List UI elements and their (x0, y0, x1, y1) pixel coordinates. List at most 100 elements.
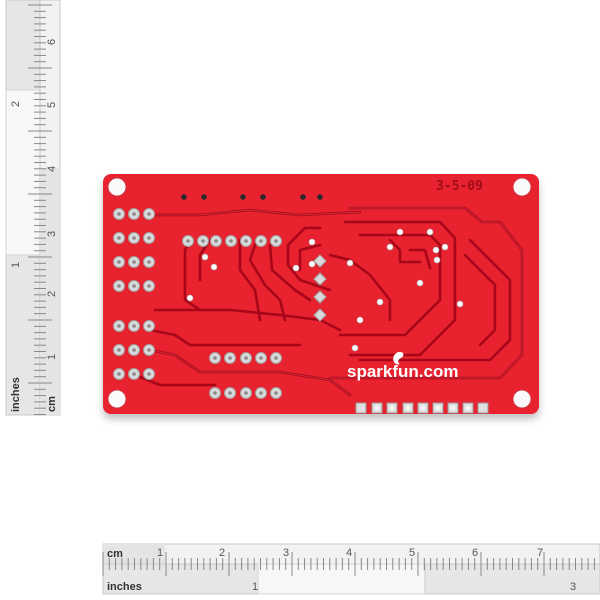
header-hole (201, 194, 207, 200)
via (356, 316, 364, 324)
ruler-h-cm-tick-7: 7 (537, 547, 543, 559)
pad-hole (274, 239, 278, 243)
ruler-cm-tick-4: 4 (46, 166, 58, 172)
silkscreen: 3-5-09 sparkfun.com (347, 179, 483, 381)
pad-hole (213, 391, 217, 395)
header-hole (317, 194, 323, 200)
via (376, 298, 384, 306)
vertical-ruler: inches cm 1 2 1 2 3 4 5 6 (5, 0, 61, 416)
pad-hole (259, 391, 263, 395)
pad-hole (214, 239, 218, 243)
ruler-inch-tick-2: 2 (10, 101, 22, 107)
pad-hole (259, 239, 263, 243)
pad-hole (229, 239, 233, 243)
pad-hole (274, 356, 278, 360)
pad-hole (117, 348, 121, 352)
pad-hole (117, 260, 121, 264)
ruler-h-cm-tick-6: 6 (472, 547, 478, 559)
ruler-inch-label-h: inches (107, 581, 142, 593)
diamond-pads (313, 254, 327, 322)
pad-hole (147, 372, 151, 376)
sparkfun-logo-text: sparkfun.com (347, 362, 458, 381)
pad-hole (132, 212, 136, 216)
connector-pad (477, 402, 489, 414)
via (201, 253, 209, 261)
via (432, 246, 440, 254)
pad-hole (117, 284, 121, 288)
pad-hole (213, 356, 217, 360)
pad-hole (147, 236, 151, 240)
pad-hole (132, 236, 136, 240)
pad-hole (147, 324, 151, 328)
pad-hole (147, 260, 151, 264)
via (210, 263, 218, 271)
mounting-hole-icon (512, 177, 532, 197)
pad-hole (117, 236, 121, 240)
pad-hole (132, 260, 136, 264)
ruler-inch-tick-1: 1 (10, 262, 22, 268)
pad-hole (117, 372, 121, 376)
mounting-holes (107, 177, 532, 409)
header-hole (240, 194, 246, 200)
mounting-hole-icon (107, 177, 127, 197)
ruler-h-cm-tick-5: 5 (409, 547, 415, 559)
connector-pad-hole (450, 405, 456, 411)
connector-pad-hole (465, 405, 471, 411)
via (346, 259, 354, 267)
ruler-h-inch-tick-1: 1 (252, 581, 258, 593)
pad-hole (132, 372, 136, 376)
pad-hole (132, 324, 136, 328)
ruler-cm-tick-6: 6 (46, 39, 58, 45)
pad-hole (186, 239, 190, 243)
ruler-cm-tick-3: 3 (46, 231, 58, 237)
pad-hole (117, 324, 121, 328)
pad-hole (244, 239, 248, 243)
ruler-cm-tick-1: 1 (46, 354, 58, 360)
connector-pad-hole (374, 405, 380, 411)
pad-hole (259, 356, 263, 360)
vias (186, 228, 464, 352)
via (396, 228, 404, 236)
horizontal-ruler: cm inches 1 2 3 4 5 6 7 1 3 (102, 543, 600, 595)
flame-logo-icon (393, 352, 404, 365)
pad-hole (147, 212, 151, 216)
pad-hole (244, 356, 248, 360)
ruler-h-cm-tick-1: 1 (157, 547, 163, 559)
connector-pad-hole (405, 405, 411, 411)
ruler-cm-tick-2: 2 (46, 291, 58, 297)
revision-date: 3-5-09 (436, 179, 483, 194)
header-holes (181, 194, 323, 200)
via (386, 243, 394, 251)
ruler-inch-label: inches (10, 377, 22, 412)
pad-hole (117, 212, 121, 216)
solder-pads (113, 208, 282, 399)
ruler-cm-label: cm (46, 396, 58, 412)
mounting-hole-icon (107, 389, 127, 409)
connector-pad-hole (389, 405, 395, 411)
mounting-hole-icon (512, 389, 532, 409)
pad-hole (228, 391, 232, 395)
pad-hole (132, 284, 136, 288)
pad-hole (244, 391, 248, 395)
ruler-h-inch-tick-3: 3 (570, 581, 576, 593)
via (308, 238, 316, 246)
header-hole (300, 194, 306, 200)
ruler-h-cm-tick-2: 2 (219, 547, 225, 559)
via (426, 228, 434, 236)
connector-pad (355, 402, 367, 414)
via (186, 294, 194, 302)
connector-pads (355, 402, 489, 414)
pad-hole (132, 348, 136, 352)
via (416, 279, 424, 287)
connector-pad-hole (420, 405, 426, 411)
via (308, 260, 316, 268)
header-hole (260, 194, 266, 200)
pad-hole (147, 348, 151, 352)
ruler-cm-tick-5: 5 (46, 102, 58, 108)
header-hole (181, 194, 187, 200)
via (456, 300, 464, 308)
pad-hole (274, 391, 278, 395)
ruler-h-cm-tick-4: 4 (346, 547, 352, 559)
via (292, 264, 300, 272)
